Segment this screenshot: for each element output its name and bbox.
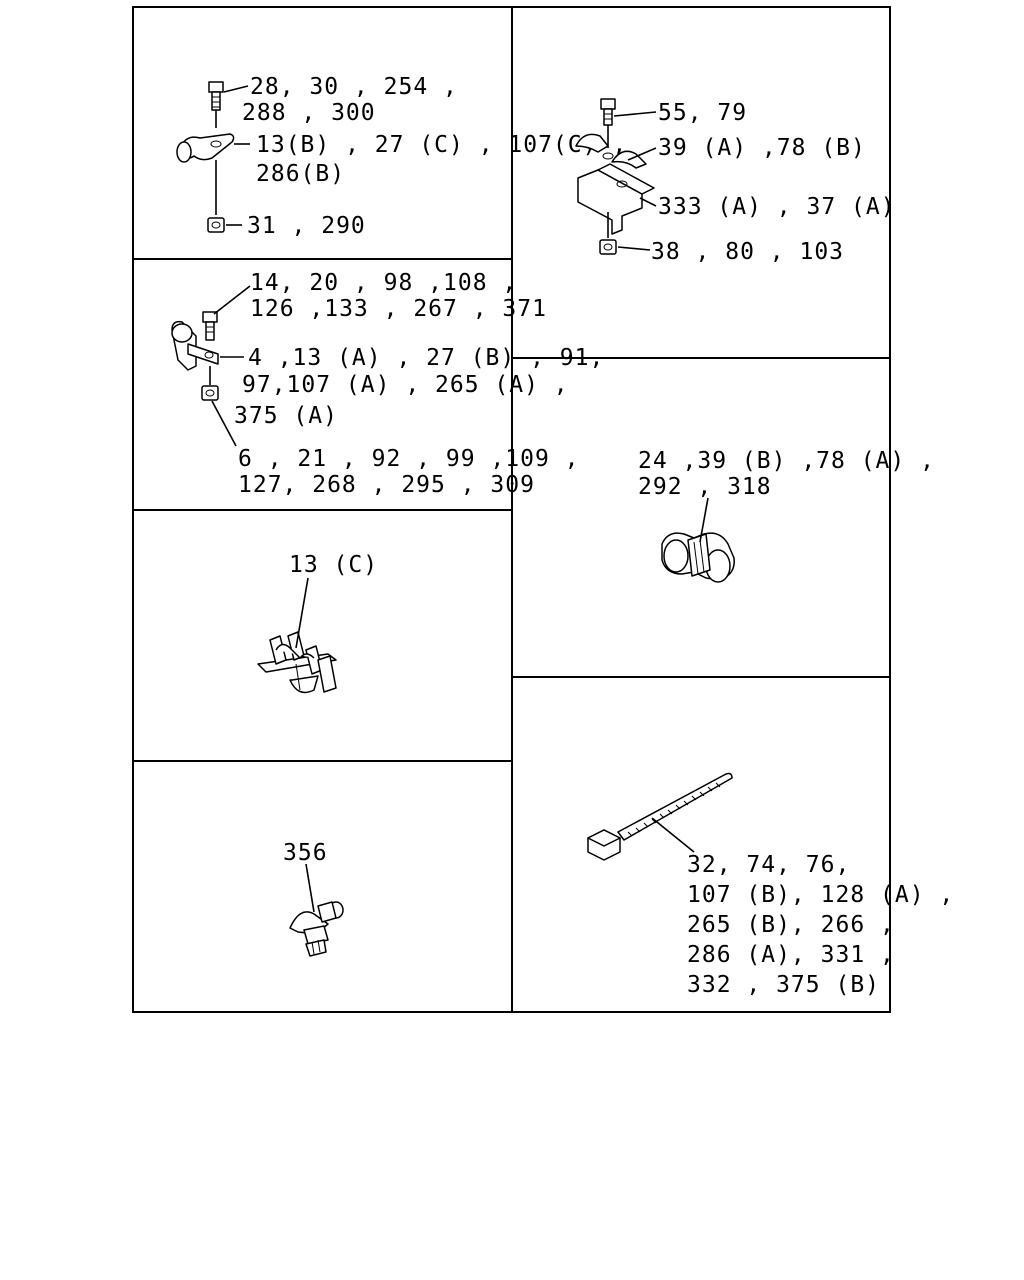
label-bolt-numbers: 14, 20 , 98 ,108 , [250,270,517,296]
panel-cable-tie: 32, 74, 76, 107 (B), 128 (A) , 265 (B), … [587,772,954,998]
nut-icon [599,239,617,255]
label-clamp-numbers: 24 ,39 (B) ,78 (A) , [638,448,935,474]
label-nut-numbers: 38 , 80 , 103 [651,239,844,265]
nut-icon [201,385,219,401]
label-bracket-numbers: 333 (A) , 37 (A) [658,194,896,220]
bracket-clip-icon [171,320,219,371]
panel-double-clamp: 24 ,39 (B) ,78 (A) , 292 , 318 [638,448,935,583]
label-tie-numbers: 32, 74, 76, [687,852,850,878]
panel-bracket-clip: 14, 20 , 98 ,108 , 126 ,133 , 267 , 371 … [171,270,604,498]
panel-split-clamp: 55, 79 39 (A) ,78 (B) 333 (A) , 37 (A) 3… [575,98,896,265]
label-clip-numbers: 13(B) , 27 (C) , 107(C) , [256,132,627,158]
label-bracket-numbers-cont: 97,107 (A) , 265 (A) , [242,372,569,398]
label-bolt-numbers: 28, 30 , 254 , [250,74,458,100]
double-clamp-icon [661,532,735,583]
label-clamp-numbers: 39 (A) ,78 (B) [658,135,866,161]
label-bolt-numbers: 55, 79 [658,100,747,126]
bolt-icon [600,98,616,126]
push-clip-icon [289,901,344,957]
label-tie-numbers-4: 286 (A), 331 , [687,942,895,968]
panel-push-clip: 356 [283,840,344,957]
panel-pipe-clip: 28, 30 , 254 , 288 , 300 13(B) , 27 (C) … [176,74,627,239]
label-tie-numbers-3: 265 (B), 266 , [687,912,895,938]
label-clip-numbers-cont: 286(B) [256,161,345,187]
bolt-icon [202,311,218,341]
label-bracket-numbers-end: 375 (A) [234,403,338,429]
panel-harness-clip: 13 (C) [257,552,378,694]
diagram-frame [132,6,891,1013]
label-nut-numbers-cont: 127, 268 , 295 , 309 [238,472,535,498]
nut-icon [207,217,225,233]
label-bracket-numbers: 4 ,13 (A) , 27 (B) , 91, [248,345,604,371]
label-push-clip-number: 356 [283,840,328,866]
label-nut-numbers: 6 , 21 , 92 , 99 ,109 , [238,446,580,472]
label-bolt-numbers-cont: 288 , 300 [242,100,376,126]
label-tie-numbers-2: 107 (B), 128 (A) , [687,882,954,908]
cable-tie-icon [587,772,733,861]
label-bolt-numbers-cont: 126 ,133 , 267 , 371 [250,296,547,322]
bolt-icon [208,81,224,111]
label-clamp-numbers-cont: 292 , 318 [638,474,772,500]
label-nut-numbers: 31 , 290 [247,213,366,239]
label-harness-clip-number: 13 (C) [289,552,378,578]
pipe-clip-icon [176,133,235,163]
label-tie-numbers-5: 332 , 375 (B) [687,972,880,998]
